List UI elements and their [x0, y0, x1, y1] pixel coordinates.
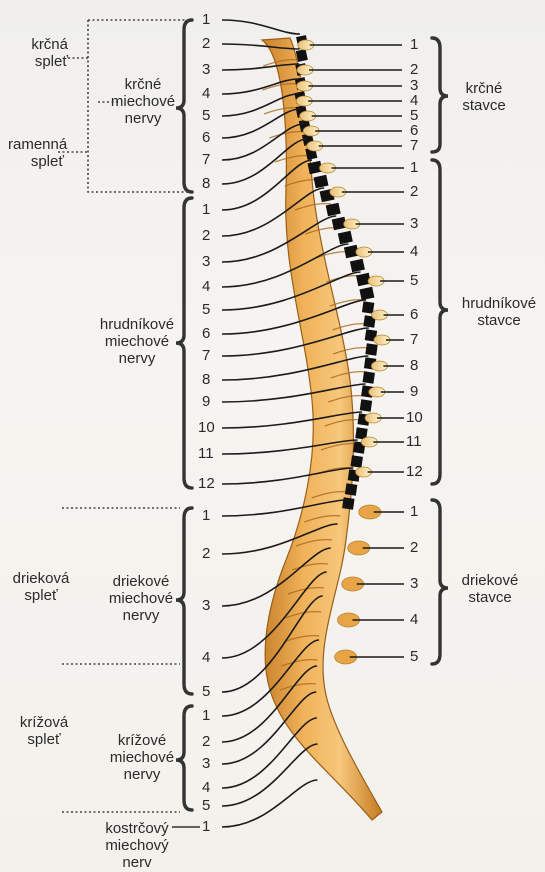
nerve-number-thoracic-11: 11 — [198, 446, 214, 461]
vertebra-number-thoracic-1: 1 — [410, 160, 418, 175]
nerve-number-cervical-8: 8 — [202, 176, 210, 191]
nerve-number-sacral-5: 5 — [202, 798, 210, 813]
nerve-number-cervical-7: 7 — [202, 152, 210, 167]
vertebra-number-lumbar-3: 3 — [410, 576, 418, 591]
vertebra-number-thoracic-12: 12 — [406, 464, 423, 479]
vertebra-number-cervical-7: 7 — [410, 138, 418, 153]
vertebra-number-lumbar-2: 2 — [410, 540, 418, 555]
cervical-nerves-label: krčnémiechovénervy — [106, 76, 180, 127]
nerve-number-cervical-6: 6 — [202, 130, 210, 145]
vertebra-number-lumbar-5: 5 — [410, 649, 418, 664]
vertebra-number-thoracic-5: 5 — [410, 273, 418, 288]
lumbar-vertebrae-label: driekovéstavce — [452, 572, 528, 606]
vertebra-number-thoracic-6: 6 — [410, 307, 418, 322]
vertebra-number-thoracic-8: 8 — [410, 358, 418, 373]
vertebra-number-cervical-6: 6 — [410, 123, 418, 138]
cord-segment — [350, 259, 365, 272]
nerve-number-cervical-4: 4 — [202, 86, 210, 101]
cord-segment — [342, 497, 354, 509]
vertebra-number-lumbar-4: 4 — [410, 612, 418, 627]
cord-segment — [314, 175, 329, 188]
cervical-plexus-label: krčnáspleť — [18, 36, 68, 70]
vertebra-number-cervical-5: 5 — [410, 108, 418, 123]
cord-segment — [360, 399, 372, 411]
nerve-number-lumbar-5: 5 — [202, 684, 210, 699]
vertebra-number-cervical-4: 4 — [410, 93, 418, 108]
coccygeal-nerve-label: kostrčovýmiechovýnerv — [100, 820, 174, 871]
bracket-lumbar-vertebrae — [432, 500, 448, 664]
cord-segment — [338, 231, 353, 244]
nerve-number-thoracic-6: 6 — [202, 326, 210, 341]
nerve-number-cervical-5: 5 — [202, 108, 210, 123]
nerve-number-sacral-3: 3 — [202, 756, 210, 771]
nerve-number-sacral-1: 1 — [202, 708, 210, 723]
cord-segment — [365, 343, 377, 355]
nerve-number-cervical-2: 2 — [202, 36, 210, 51]
cord-segment — [363, 371, 375, 383]
nerve-cervical-1 — [222, 20, 300, 34]
vertebra-number-lumbar-1: 1 — [410, 504, 418, 519]
vertebra-number-thoracic-10: 10 — [406, 410, 423, 425]
vertebra-number-thoracic-3: 3 — [410, 216, 418, 231]
bracket-thoracic-vertebrae — [432, 160, 448, 484]
nerve-thoracic-6 — [222, 300, 366, 334]
vertebra-number-thoracic-2: 2 — [410, 184, 418, 199]
nerve-number-sacral-2: 2 — [202, 734, 210, 749]
nerve-number-lumbar-2: 2 — [202, 546, 210, 561]
nerve-number-thoracic-7: 7 — [202, 348, 210, 363]
nerve-number-lumbar-4: 4 — [202, 650, 210, 665]
nerve-sacral-5 — [222, 744, 318, 806]
nerve-number-thoracic-4: 4 — [202, 279, 210, 294]
cord-segment — [362, 301, 374, 313]
vertebra-number-thoracic-9: 9 — [410, 384, 418, 399]
cord-segment — [345, 483, 357, 495]
nerve-number-thoracic-10: 10 — [198, 420, 215, 435]
vertebra-number-thoracic-7: 7 — [410, 332, 418, 347]
nerve-number-cervical-3: 3 — [202, 62, 210, 77]
nerve-number-lumbar-1: 1 — [202, 508, 210, 523]
vertebra-number-cervical-2: 2 — [410, 62, 418, 77]
bracket-cervical-vertebrae — [432, 38, 448, 152]
nerve-number-thoracic-5: 5 — [202, 302, 210, 317]
nerve-number-thoracic-2: 2 — [202, 228, 210, 243]
plexus-connectors — [58, 20, 190, 812]
cord-segment — [326, 203, 341, 216]
vertebra-number-thoracic-11: 11 — [406, 434, 422, 449]
nerve-number-coccygeal-1: 1 — [202, 819, 210, 834]
nerve-number-thoracic-3: 3 — [202, 254, 210, 269]
lumbar-nerves-label: driekovémiechovénervy — [102, 573, 180, 624]
nerve-number-sacral-4: 4 — [202, 780, 210, 795]
nerve-number-lumbar-3: 3 — [202, 598, 210, 613]
nerve-number-thoracic-12: 12 — [198, 476, 215, 491]
vertebra-number-thoracic-4: 4 — [410, 244, 418, 259]
nerve-number-thoracic-8: 8 — [202, 372, 210, 387]
cord-segment — [359, 287, 374, 300]
cord-segment — [351, 455, 363, 467]
vertebra-number-cervical-1: 1 — [410, 37, 418, 52]
nerve-number-thoracic-1: 1 — [202, 202, 210, 217]
sacral-nerves-label: krížovémiechovénervy — [104, 732, 180, 783]
nerve-number-thoracic-9: 9 — [202, 394, 210, 409]
vertebra-number-cervical-3: 3 — [410, 78, 418, 93]
nerve-number-cervical-1: 1 — [202, 12, 210, 27]
